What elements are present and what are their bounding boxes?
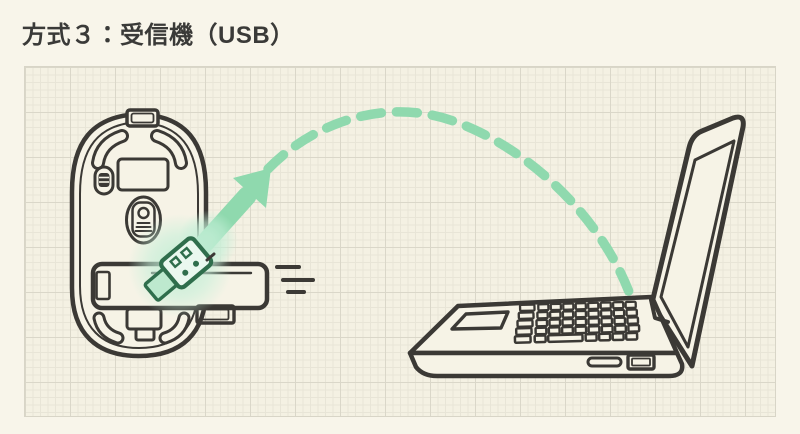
dongle-face-dot-1 [182, 269, 189, 276]
dongle-sparkle-tick [205, 252, 216, 262]
dongle-face-square-2 [179, 246, 193, 260]
signal-dashed-path [263, 107, 638, 308]
laptop-screen-outer [649, 114, 746, 369]
mouse-glide-pad-bottom-right [158, 311, 191, 345]
speed-lines [275, 265, 315, 294]
mouse-glide-pad-top-left [91, 129, 129, 170]
laptop-screen-bezel [659, 139, 736, 349]
dongle-body [159, 236, 214, 290]
mouse-label-plate [116, 157, 170, 192]
sd-card-slot [586, 356, 623, 368]
usb-receiver-dongle [128, 210, 238, 318]
usb-port [626, 353, 656, 371]
mouse-power-switch [93, 165, 115, 196]
mouse-top-tab-inner [130, 112, 155, 124]
dongle-face-dot-2 [192, 260, 199, 267]
page-title: 方式３：受信機（USB） [22, 22, 295, 49]
mouse-cover-latch-tab-inner [201, 308, 230, 321]
mouse-glide-pad-top-right [150, 129, 188, 170]
laptop-illustration [407, 114, 746, 379]
laptop-trackpad [450, 310, 510, 331]
mouse-glide-pad-bottom-left [92, 311, 125, 345]
laptop-keyboard [513, 300, 641, 345]
mouse-bottom-connector-notch [134, 327, 156, 342]
dongle-face-square-1 [168, 255, 183, 269]
laptop-hinge [649, 298, 670, 324]
